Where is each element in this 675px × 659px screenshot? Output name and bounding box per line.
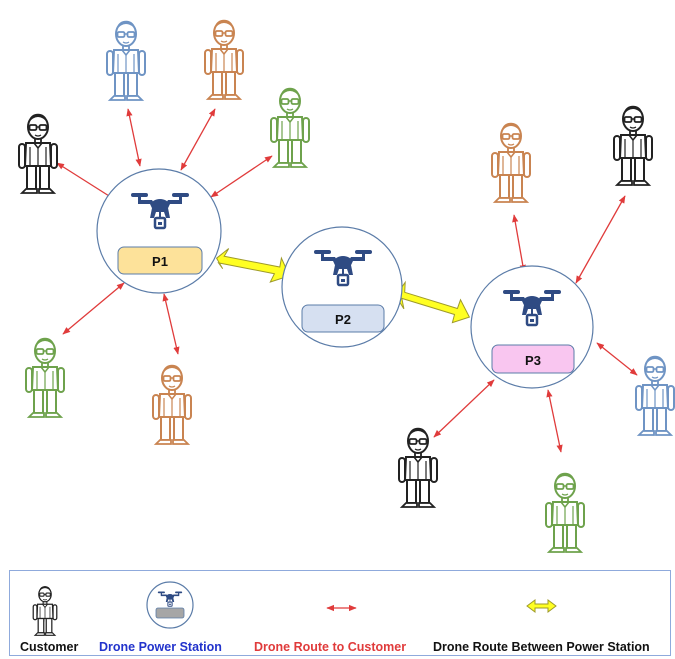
legend-station-icon [146,581,194,629]
customer-route-arrow [162,293,180,355]
customer-route-arrow [433,379,495,438]
customer-icon [204,18,244,100]
customer-icon [152,363,192,445]
customer-icon [106,19,146,101]
customer-icon [545,471,585,553]
customer-icon [491,121,531,203]
legend [9,570,671,656]
customer-route-arrow [56,162,118,202]
power-station-p2: P2 [281,226,403,348]
customer-icon [18,112,58,194]
power-station-p1: P1 [96,168,222,294]
station-label: P3 [525,353,541,368]
customer-icon [398,426,438,508]
legend-customer-route-label: Drone Route to Customer [254,640,407,654]
customer-route-arrow [210,155,273,198]
customer-icon [635,354,675,436]
legend-customer-label: Customer [20,640,79,654]
customer-route-arrow [596,342,638,376]
legend-station-route-icon [526,599,557,613]
station-route-arrow [215,248,291,283]
customer-icon [613,104,653,186]
customer-icon [25,336,65,418]
power-station-p3: P3 [470,265,594,389]
station-label: P1 [152,254,168,269]
customer-route-arrow [546,389,563,453]
station-route-arrow [394,280,471,324]
legend-station-label: Drone Power Station [99,640,222,654]
legend-station-route-label: Drone Route Between Power Station [433,640,650,654]
station-label-box [117,246,203,275]
customer-route-arrow [180,108,216,171]
customer-route-arrow [512,214,526,273]
station-label-box [301,304,385,333]
customer-route-arrow [126,108,142,167]
customer-icon [270,86,310,168]
station-label-box [491,344,575,374]
customer-route-arrow [575,195,626,284]
station-label: P2 [335,312,351,327]
customer-route-arrow [62,282,125,335]
